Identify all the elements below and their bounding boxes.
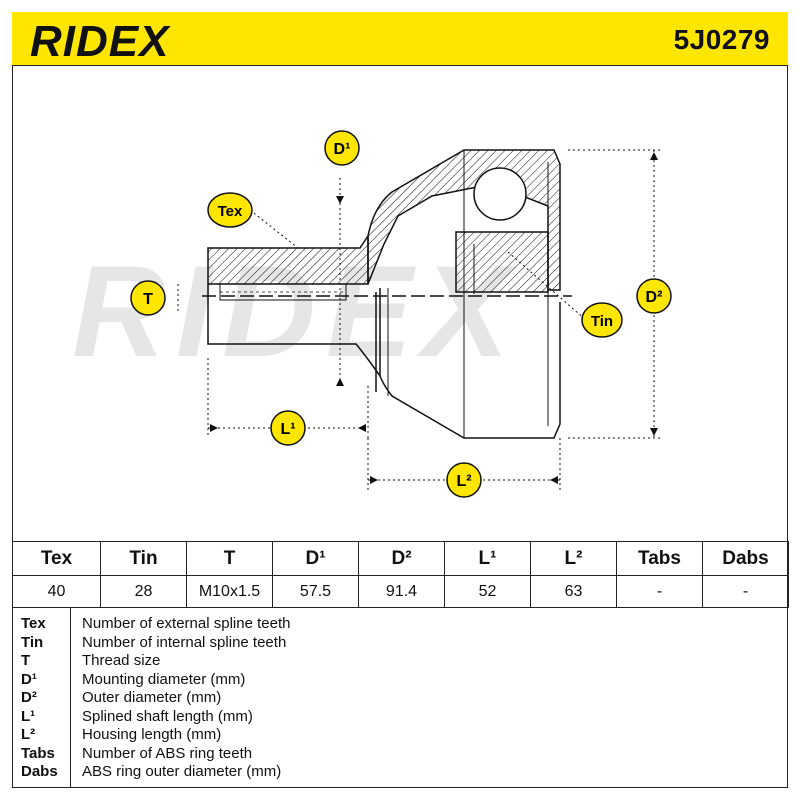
legend-key: Tabs — [21, 744, 55, 762]
legend-desc: Thread size — [82, 652, 161, 669]
callout-tin: Tin — [581, 302, 623, 338]
legend-desc: Number of internal spline teeth — [82, 633, 287, 651]
legend: Tex Number of external spline teeth Tin … — [12, 607, 788, 788]
legend-desc: Outer diameter (mm) — [82, 689, 222, 706]
header-cell: D² — [358, 541, 445, 576]
value-cell: 52 — [444, 575, 531, 608]
svg-text:L¹: L¹ — [280, 421, 295, 438]
legend-key: Tex — [21, 615, 46, 632]
legend-desc: Number of ABS ring teeth — [82, 744, 253, 762]
callout-tex: Tex — [207, 192, 253, 228]
legend-key: Tin — [21, 633, 44, 651]
callout-d2: D² — [636, 278, 672, 314]
svg-text:D²: D² — [646, 289, 663, 306]
specs-table: Tex Tin T D¹ D² L¹ L² Tabs Dabs 40 28 M1… — [12, 541, 789, 608]
callout-l1: L¹ — [270, 410, 306, 446]
header-cell: Tabs — [616, 541, 703, 576]
svg-text:Tin: Tin — [591, 313, 613, 330]
value-cell: - — [616, 575, 703, 608]
legend-key: D² — [21, 689, 37, 706]
legend-key: L² — [21, 726, 36, 743]
svg-text:Tex: Tex — [218, 203, 243, 220]
callout-l2: L² — [446, 462, 482, 498]
part-number: 5J0279 — [673, 24, 770, 55]
legend-desc: Number of external spline teeth — [82, 615, 291, 632]
legend-divider — [70, 608, 71, 788]
value-cell: 91.4 — [358, 575, 445, 608]
value-cell: 28 — [100, 575, 187, 608]
value-cell: M10x1.5 — [186, 575, 273, 608]
callout-d1: D¹ — [324, 130, 360, 166]
legend-desc: Mounting diameter (mm) — [82, 670, 246, 688]
header-bar: RIDEX 5J0279 — [12, 12, 788, 66]
ridex-logo: RIDEX — [30, 18, 171, 62]
header-cell: Tin — [100, 541, 187, 576]
header-cell: D¹ — [272, 541, 359, 576]
inner-race — [455, 231, 549, 293]
legend-key: T — [21, 652, 31, 669]
cv-joint-diagram: RIDEX D¹ — [72, 130, 672, 498]
legend-key: D¹ — [21, 670, 37, 688]
value-cell: 40 — [12, 575, 101, 608]
header-cell: L¹ — [444, 541, 531, 576]
value-cell: 57.5 — [272, 575, 359, 608]
svg-text:RIDEX: RIDEX — [30, 18, 171, 62]
header-cell: T — [186, 541, 273, 576]
svg-text:D¹: D¹ — [334, 141, 351, 158]
svg-text:L²: L² — [456, 473, 471, 490]
header-cell: Tex — [12, 541, 101, 576]
specs-value-row: 40 28 M10x1.5 57.5 91.4 52 63 - - — [12, 575, 789, 608]
header-cell: L² — [530, 541, 617, 576]
value-cell: - — [702, 575, 789, 608]
legend-desc: Splined shaft length (mm) — [82, 707, 253, 725]
specs-header-row: Tex Tin T D¹ D² L¹ L² Tabs Dabs — [12, 541, 789, 576]
header-cell: Dabs — [702, 541, 789, 576]
shaft-lower — [207, 284, 381, 379]
legend-desc: ABS ring outer diameter (mm) — [82, 763, 282, 780]
callout-t: T — [130, 280, 166, 316]
legend-key: Dabs — [21, 763, 58, 780]
legend-desc: Housing length (mm) — [82, 726, 222, 743]
legend-key: L¹ — [21, 707, 36, 725]
ball — [473, 167, 527, 221]
value-cell: 63 — [530, 575, 617, 608]
svg-text:T: T — [143, 291, 153, 308]
